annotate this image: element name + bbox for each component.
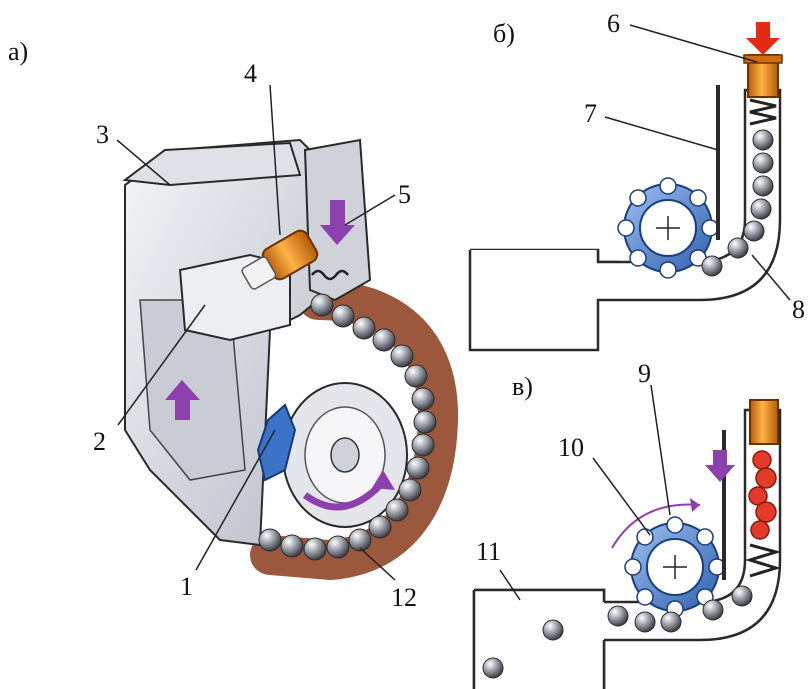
star-wheel-v xyxy=(624,516,726,618)
up-arrow-icon xyxy=(165,380,200,420)
callout-2: 2 xyxy=(93,427,106,456)
spring-part xyxy=(311,269,349,281)
panel-b-label: б) xyxy=(493,19,515,48)
rotation-arrow-icon xyxy=(302,477,388,511)
star-wheel-part xyxy=(256,403,297,482)
callout-6: 6 xyxy=(607,9,620,38)
spring-v xyxy=(744,543,782,578)
deformed-material xyxy=(748,450,777,540)
push-arrow-icon xyxy=(746,22,780,55)
rotation-arrow-v-icon xyxy=(611,503,701,549)
callout-9: 9 xyxy=(638,359,651,388)
capsule-v xyxy=(749,399,779,445)
callout-11: 11 xyxy=(476,537,501,566)
down-arrow-icon xyxy=(320,200,355,245)
spring-b xyxy=(749,98,777,126)
capsule-part xyxy=(241,229,319,290)
panel-v-label: в) xyxy=(512,372,533,401)
ball-channel-band xyxy=(250,280,459,581)
callout-10: 10 xyxy=(558,433,584,462)
panel-a-mechanism xyxy=(122,138,459,581)
labels: а) б) в) 1 2 3 4 5 6 7 8 9 10 11 12 xyxy=(8,9,805,612)
feed-arrow-icon xyxy=(705,450,735,482)
panel-b-diagram xyxy=(468,22,783,352)
panel-v-diagram xyxy=(472,399,782,689)
callout-8: 8 xyxy=(792,295,805,324)
callout-7: 7 xyxy=(584,99,597,128)
callout-1: 1 xyxy=(180,572,193,601)
callout-12: 12 xyxy=(391,583,417,612)
callout-3: 3 xyxy=(96,120,109,149)
callout-5: 5 xyxy=(398,180,411,209)
panel-a-label: а) xyxy=(8,37,28,66)
callout-4: 4 xyxy=(244,59,257,88)
leader-lines xyxy=(116,24,791,601)
rotor-disk xyxy=(282,382,408,528)
top-plate xyxy=(122,141,302,187)
star-wheel-b xyxy=(617,177,719,279)
